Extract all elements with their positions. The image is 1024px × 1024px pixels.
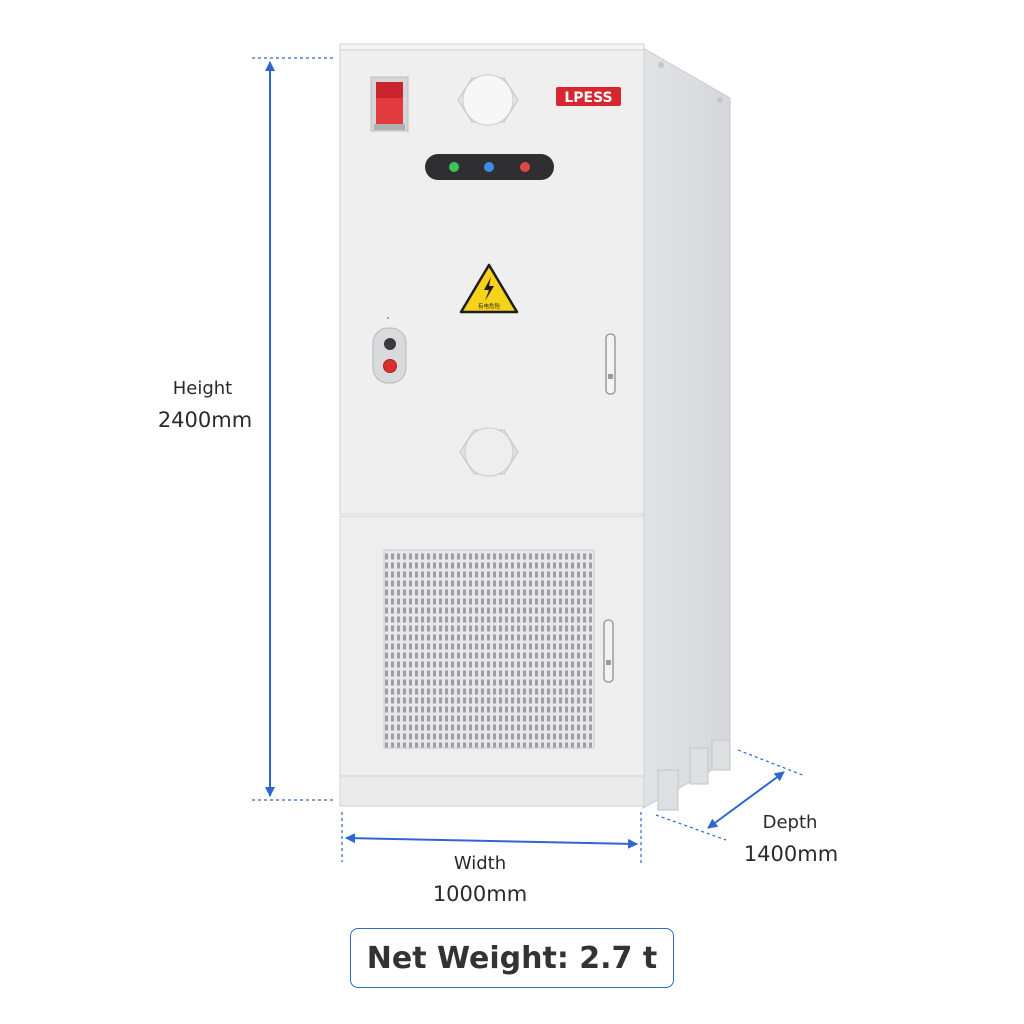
logo-text: LPESS	[564, 90, 612, 106]
height-dimension	[252, 57, 336, 801]
lower-door-handle-icon[interactable]	[603, 619, 614, 683]
cabinet: LPESS 有电危险	[339, 43, 731, 811]
middle-vent-cap	[459, 427, 519, 477]
led-red-icon	[520, 162, 530, 172]
width-label: Width	[453, 853, 507, 874]
depth-dimension	[655, 749, 806, 841]
height-label: Height	[172, 378, 233, 399]
high-voltage-warning-sign: 有电危险	[459, 263, 519, 314]
width-dimension	[341, 812, 642, 866]
brand-logo: LPESS	[556, 87, 621, 106]
cabinet-side-panel	[642, 47, 731, 809]
door-handle-icon[interactable]	[605, 333, 616, 395]
high-voltage-icon	[484, 277, 494, 301]
depth-value: 1400mm	[743, 842, 839, 866]
emergency-stop-icon[interactable]	[383, 359, 397, 373]
main-breaker-switch[interactable]	[370, 76, 409, 132]
width-value: 1000mm	[432, 882, 528, 906]
height-value: 2400mm	[157, 408, 253, 432]
control-button-panel	[372, 317, 407, 384]
ventilation-grille	[383, 549, 595, 749]
top-vent-cap	[457, 74, 519, 126]
cabinet-legs	[657, 739, 731, 811]
led-green-icon	[449, 162, 459, 172]
depth-label: Depth	[762, 812, 818, 833]
warning-text: 有电危险	[478, 302, 501, 310]
cabinet-base	[339, 775, 645, 807]
start-button[interactable]	[384, 338, 396, 350]
led-blue-icon	[484, 162, 494, 172]
status-indicator-bar	[425, 154, 554, 180]
net-weight-badge: Net Weight: 2.7 t	[350, 928, 674, 988]
net-weight-text: Net Weight: 2.7 t	[366, 940, 658, 976]
